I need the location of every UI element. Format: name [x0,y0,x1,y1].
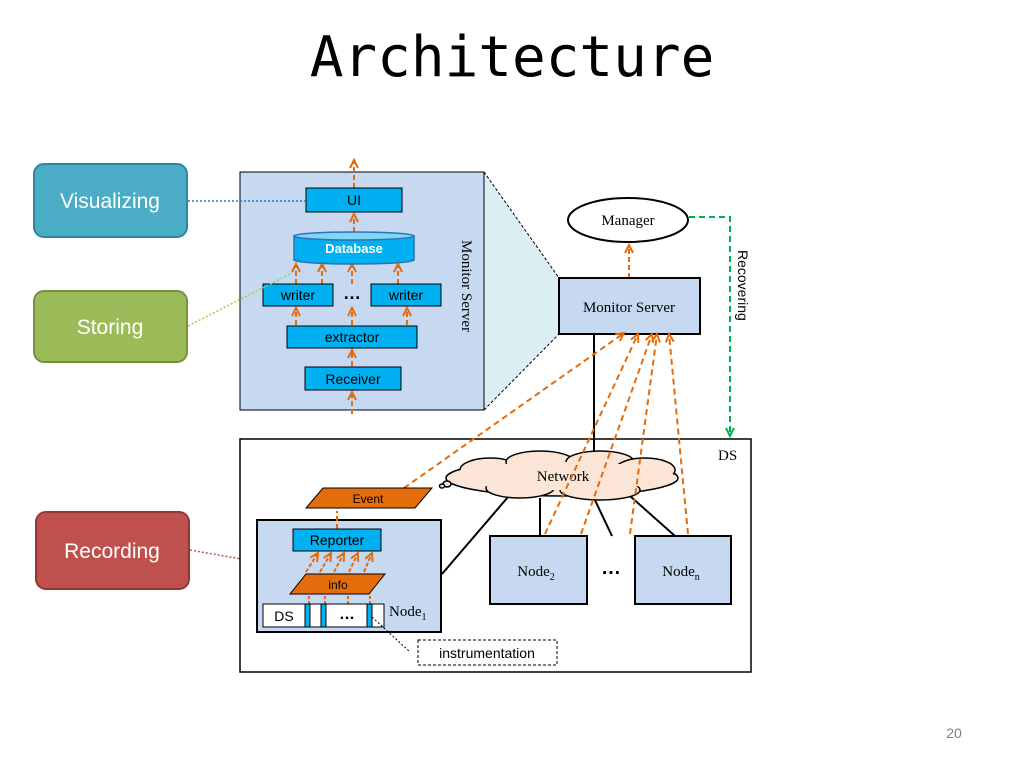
ui-label: UI [347,192,361,208]
arrow-node2-to-monitor [544,331,640,535]
zoom-cone-bottom-edge [483,333,560,411]
ui-box [305,187,403,213]
node1-label: Node1 [389,604,427,623]
arrow-info-reporter-1 [305,551,320,573]
instrumentation-connector [371,616,411,653]
arrow-info-reporter-3 [333,551,346,573]
visualizing-badge [33,163,188,238]
zoom-cone-top-edge [483,171,560,279]
network-cloud [438,450,679,501]
storing-connector [187,272,293,327]
zoom-cone [484,172,559,410]
writer-box-right [370,283,442,307]
writer-right-label: writer [388,287,424,303]
node2-label: Node2 [517,564,555,583]
arrow-info-reporter-5 [363,550,374,573]
instrumentation-label: instrumentation [439,645,535,661]
event-label: Event [353,492,384,506]
network-label: Network [537,469,590,485]
ds-component-label: DS [274,608,293,624]
recording-badge [35,511,190,590]
database-cylinder [293,231,415,265]
manager-label: Manager [601,213,654,229]
arrow-node2b-to-monitor [580,331,655,535]
arrow-info-reporter-4 [348,550,360,573]
database-label: Database [325,241,383,256]
link-network-noden [629,495,676,537]
monitor-server-detail-label: Monitor Server [458,240,474,332]
instrumentation-bar-3 [366,603,373,628]
page-number: 20 [946,725,962,741]
node2-subscript: 2 [550,572,555,583]
event-shape [304,487,434,509]
node1-subscript: 1 [422,612,427,623]
writer-left-label: writer [280,287,316,303]
recovering-label: Recovering [735,250,751,321]
instrumentation-bar-1 [304,603,311,628]
extractor-label: extractor [325,329,380,345]
info-label: info [328,578,348,592]
receiver-box [304,366,402,391]
reporter-box [292,528,382,552]
noden-subscript: n [695,572,700,583]
arrow-ellipsis-to-monitor [629,331,661,535]
writer-ellipsis: … [343,283,361,303]
node2-box [489,535,588,605]
link-network-node1 [441,496,509,575]
monitor-server-label: Monitor Server [583,300,675,316]
monitor-server-box [558,277,701,335]
recovering-arrow [689,216,735,439]
writer-box-left [262,283,334,307]
visualizing-label: Visualizing [60,190,160,213]
arrow-event-to-monitor [403,331,626,489]
reporter-label: Reporter [310,532,365,548]
info-shape [288,573,387,595]
recording-label: Recording [64,540,160,563]
instrumentation-callout [417,639,558,666]
arrow-info-reporter-2 [319,551,333,573]
manager-node [567,197,689,243]
storing-label: Storing [77,316,144,339]
instrumentation-bar-2 [320,603,327,628]
ds-container-label: DS [718,448,737,464]
arrow-noden-to-monitor [664,331,689,535]
link-network-ellipsis [592,495,613,537]
noden-box [634,535,732,605]
noden-label: Noden [662,564,700,583]
storing-badge [33,290,188,363]
nodes-ellipsis: … [601,557,621,579]
ds-component-ellipsis: … [339,606,355,623]
receiver-label: Receiver [325,371,381,387]
extractor-box [286,325,418,349]
slide-title: Architecture [310,25,715,90]
